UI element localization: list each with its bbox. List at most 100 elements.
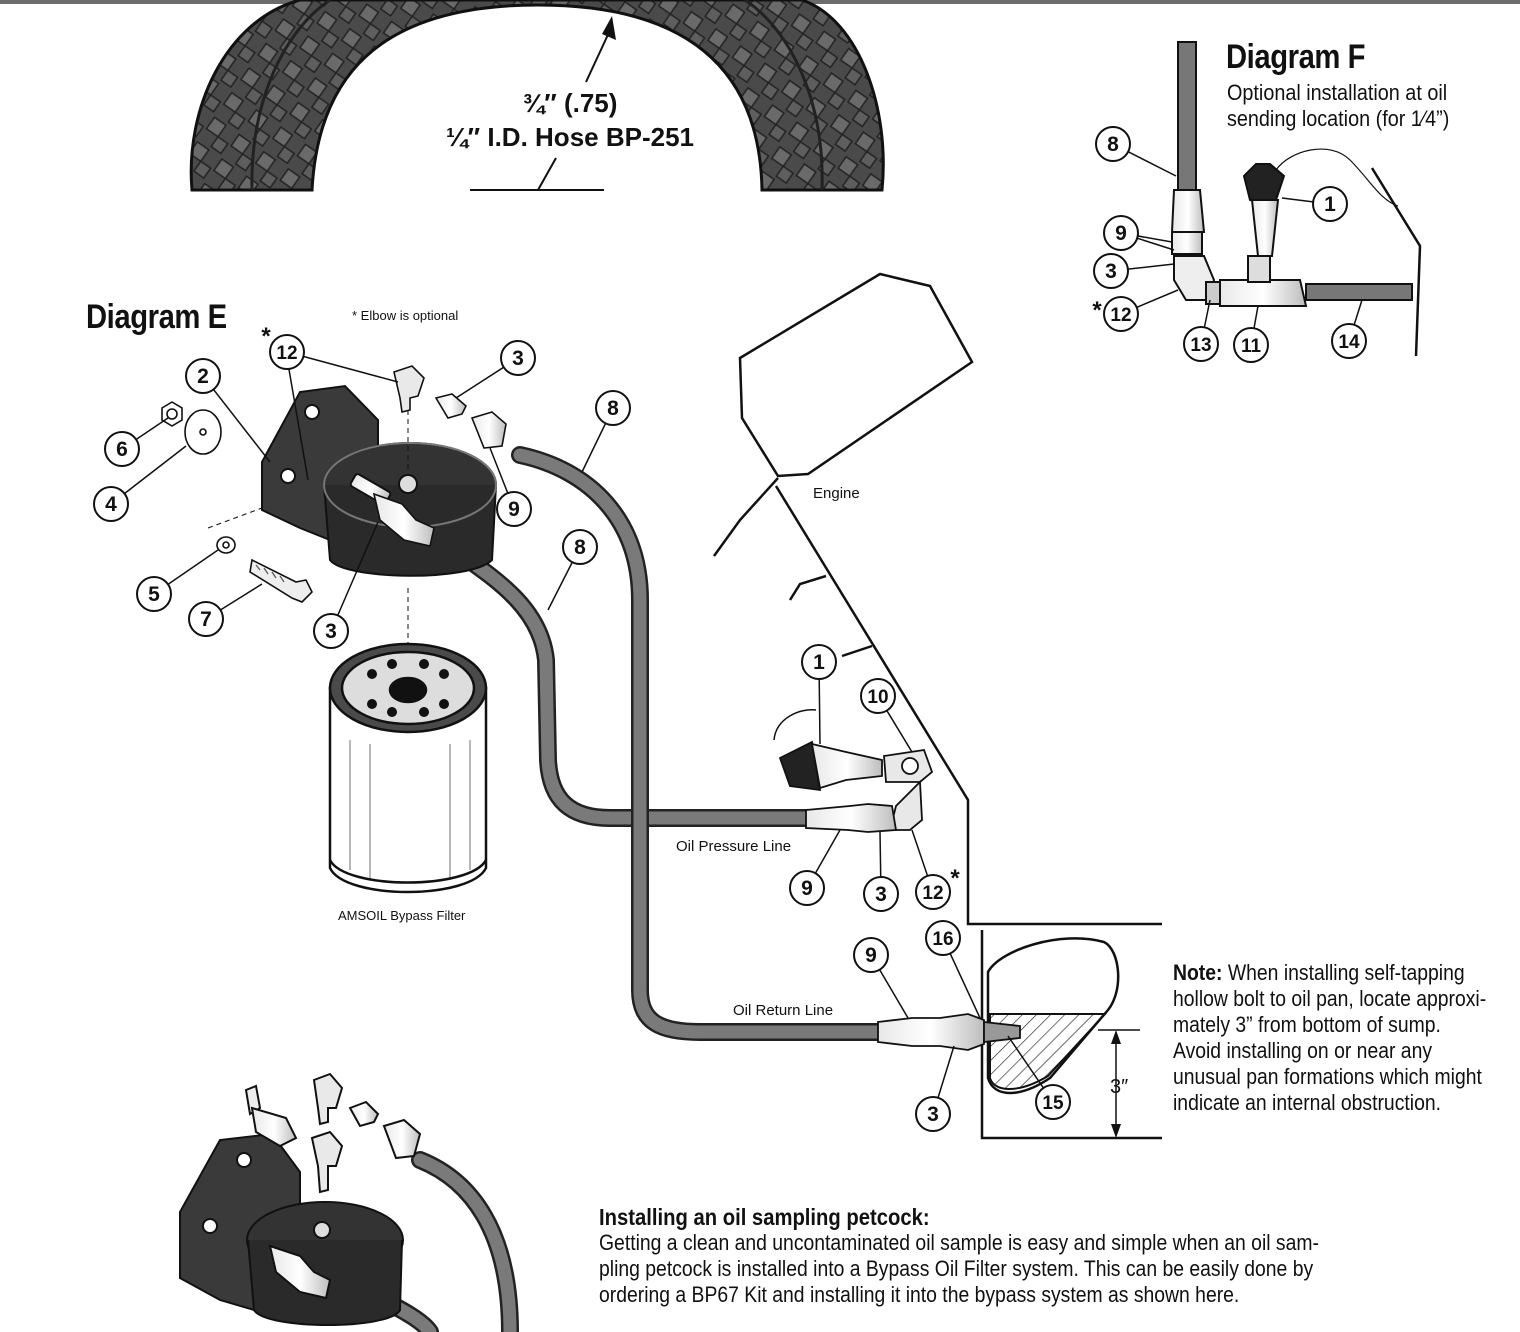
diagram-e-callout-8: 8 <box>581 390 631 473</box>
svg-text:8: 8 <box>574 536 586 559</box>
engine-callout-3: 3 <box>915 1045 955 1132</box>
dimension-3in <box>1098 1029 1140 1138</box>
diagram-f-callout-8: 8 <box>1095 126 1177 177</box>
svg-text:3: 3 <box>927 1103 939 1126</box>
diagram-f-callout-9: 9 <box>1103 215 1173 251</box>
svg-text:*: * <box>1092 297 1102 324</box>
filter-caption: AMSOIL Bypass Filter <box>338 908 466 923</box>
diagram-e-callout-star: * <box>261 323 271 350</box>
note-line-1-text: When installing self-tapping <box>1227 960 1465 985</box>
svg-text:2: 2 <box>197 365 209 388</box>
diagram-f-title: Diagram F <box>1226 38 1366 76</box>
svg-text:12: 12 <box>922 883 943 904</box>
engine-callout-9: 9 <box>853 937 909 1019</box>
svg-text:*: * <box>950 865 960 892</box>
note-line-4: Avoid installing on or near any <box>1173 1038 1433 1063</box>
oil-return-fittings <box>877 1013 1021 1051</box>
fittings-e <box>161 365 507 603</box>
svg-text:8: 8 <box>1107 133 1119 156</box>
diagram-f-callout-13: 13 <box>1183 299 1219 362</box>
petcock-section: Installing an oil sampling petcock: Gett… <box>599 1204 1319 1308</box>
engine-callout-star: * <box>950 865 960 892</box>
engine-callout-12: 12 <box>911 829 951 910</box>
petcock-line-3: ordering a BP67 Kit and installing it in… <box>599 1282 1240 1307</box>
engine-callout-16: 16 <box>925 920 981 1019</box>
diagram-f-subtitle: Optional installation at oil sending loc… <box>1227 80 1449 132</box>
diagram-e-callout-12: 12 <box>269 334 399 383</box>
engine-callout-9: 9 <box>789 829 841 906</box>
note-line-1: Note: When installing self-tapping <box>1173 960 1486 986</box>
svg-text:9: 9 <box>801 877 813 900</box>
filter-mount-head <box>261 384 497 577</box>
oil-return-line-label: Oil Return Line <box>733 1002 834 1019</box>
note-line-5: unusual pan formations which might <box>1173 1064 1482 1089</box>
svg-text:3: 3 <box>325 620 337 643</box>
engine-callout-3: 3 <box>863 831 899 912</box>
svg-text:8: 8 <box>607 397 619 420</box>
svg-text:6: 6 <box>116 438 128 461</box>
diagram-e-callout-8: 8 <box>547 529 598 611</box>
svg-text:7: 7 <box>200 608 212 631</box>
petcock-line-2: pling petcock is installed into a Bypass… <box>599 1256 1314 1281</box>
svg-text:12: 12 <box>276 343 297 364</box>
diagram-f-subtitle-line-1: Optional installation at oil <box>1227 80 1448 105</box>
diagram-e-callout-7: 7 <box>188 583 263 637</box>
diagram-f-callout-14: 14 <box>1331 299 1367 359</box>
svg-text:*: * <box>261 323 271 350</box>
svg-text:9: 9 <box>508 498 520 521</box>
diagram-e-title: Diagram E <box>86 298 227 336</box>
svg-text:14: 14 <box>1338 332 1360 353</box>
mount-dashed-lines <box>207 410 409 660</box>
svg-text:4: 4 <box>105 493 117 516</box>
diagram-e-callout-5: 5 <box>136 549 219 612</box>
note-line-2: hollow bolt to oil pan, locate approxi- <box>1173 986 1487 1011</box>
engine-label: Engine <box>813 485 860 502</box>
diagram-f-subtitle-line-2: sending location (for 1⁄4”) <box>1227 106 1450 131</box>
oil-pressure-line-label: Oil Pressure Line <box>676 838 792 855</box>
note-label: Note: <box>1173 960 1223 985</box>
hose-spec-line-1: ¾″ (.75) <box>522 88 618 118</box>
petcock-line-1: Getting a clean and uncontaminated oil s… <box>599 1230 1319 1255</box>
hose-cross-section <box>189 0 885 192</box>
svg-text:5: 5 <box>148 583 160 606</box>
note-line-6: indicate an internal obstruction. <box>1173 1090 1441 1115</box>
svg-text:1: 1 <box>813 651 825 674</box>
petcock-heading: Installing an oil sampling petcock: <box>599 1204 930 1230</box>
svg-text:3: 3 <box>875 883 887 906</box>
svg-text:13: 13 <box>1190 335 1211 356</box>
hose-spec-label: ¾″ (.75) ¼″ I.D. Hose BP-251 <box>420 86 720 154</box>
svg-text:3: 3 <box>1105 260 1117 283</box>
callout-leader-line <box>285 351 309 481</box>
oil-pressure-sender <box>773 709 934 833</box>
diagram-f-callout-11: 11 <box>1233 305 1269 363</box>
petcock-inset-artwork <box>179 1072 422 1326</box>
svg-text:12: 12 <box>1110 305 1131 326</box>
diagram-f-callout-12: 12 <box>1103 289 1179 332</box>
hose-spec-line-2: ¼″ I.D. Hose BP-251 <box>446 122 694 152</box>
svg-text:10: 10 <box>867 687 888 708</box>
install-note: Note: When installing self-tapping hollo… <box>1173 960 1486 1116</box>
diagram-e-callout-3: 3 <box>455 340 536 399</box>
engine-block <box>712 272 1162 1140</box>
svg-text:11: 11 <box>1241 336 1262 357</box>
elbow-optional-note: * Elbow is optional <box>352 308 459 323</box>
diagram-e-callout-9: 9 <box>489 447 532 527</box>
svg-text:1: 1 <box>1324 193 1336 216</box>
engine-callout-10: 10 <box>860 678 913 753</box>
note-line-3: mately 3” from bottom of sump. <box>1173 1012 1441 1037</box>
diagram-f-artwork <box>1170 41 1422 357</box>
diagram-e-callout-6: 6 <box>104 417 169 467</box>
svg-text:16: 16 <box>932 929 953 950</box>
svg-text:15: 15 <box>1042 1093 1064 1114</box>
diagram-f-callout-3: 3 <box>1093 253 1175 289</box>
svg-text:3: 3 <box>512 347 524 370</box>
engine-callout-15: 15 <box>1007 1035 1071 1120</box>
diagram-f-callout-1: 1 <box>1281 186 1348 222</box>
bypass-filter-canister <box>328 642 488 894</box>
engine-callout-1: 1 <box>801 644 837 745</box>
diagram-e-callout-4: 4 <box>93 445 187 522</box>
dimension-label: 3″ <box>1110 1076 1129 1098</box>
diagram-f-callout-star: * <box>1092 297 1102 324</box>
